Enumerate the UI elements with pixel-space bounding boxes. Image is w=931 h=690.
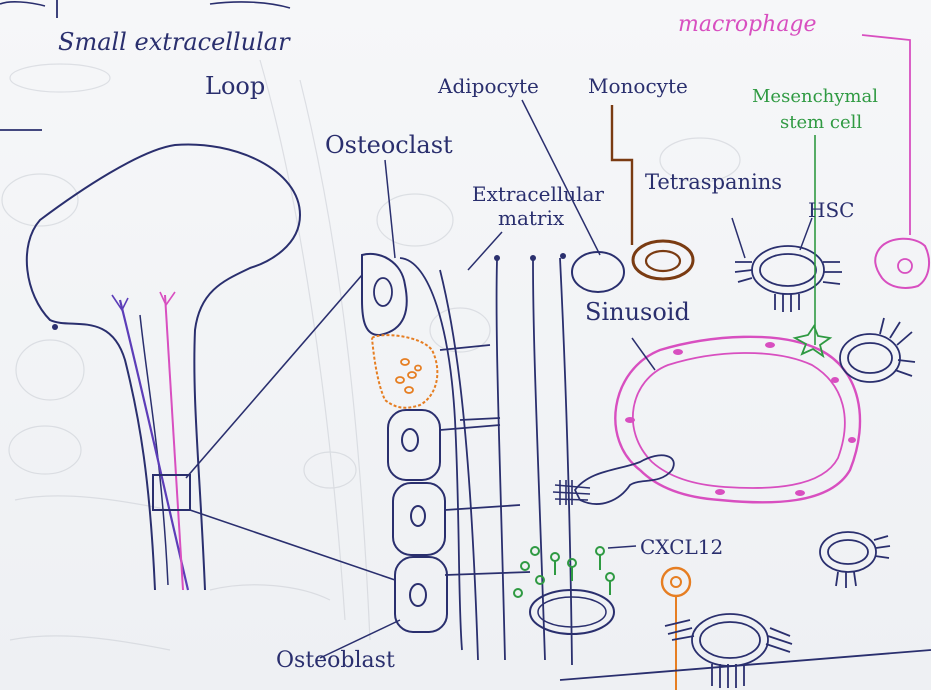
macrophage-nucleus (898, 259, 912, 273)
hsc-cell-top (735, 246, 842, 312)
cxcl12-pointer (608, 546, 636, 548)
label-ecm-line1: Extracellular (472, 184, 604, 204)
top-scribble (0, 2, 45, 6)
label-loop: Loop (205, 74, 265, 98)
label-monocyte: Monocyte (588, 76, 688, 96)
top-scribble-2 (210, 2, 290, 8)
monocyte-pointer (612, 105, 632, 245)
adipocyte-cell (572, 252, 624, 292)
label-msc-line2: stem cell (780, 114, 862, 132)
osteoclast-pointer (385, 160, 395, 258)
label-macrophage: macrophage (678, 14, 817, 36)
macrophage-pointer (862, 35, 910, 235)
osteoclast-nucleus (374, 278, 392, 306)
osteoclast-cell (362, 254, 407, 335)
label-sinusoid: Sinusoid (585, 300, 690, 324)
label-osteoblast: Osteoblast (276, 650, 395, 672)
label-msc-line1: Mesenchymal (752, 88, 878, 106)
orange-granules (396, 359, 421, 393)
label-tetraspanins: Tetraspanins (645, 172, 782, 193)
pink-vessel (165, 295, 183, 590)
zoom-connector-bottom (190, 510, 395, 580)
tetraspanin-pointer (732, 218, 745, 258)
label-hsc: HSC (808, 200, 854, 220)
label-osteoclast: Osteoclast (325, 133, 453, 157)
orange-small-cell (662, 568, 690, 596)
hsc-cell-bottom (665, 614, 792, 688)
osteoblast-cells (388, 410, 447, 632)
transmigrating-cell (575, 455, 674, 504)
label-small-extracellular: Small extracellular (58, 30, 290, 54)
monocyte-nucleus (646, 251, 680, 271)
monocyte-cell (633, 241, 693, 279)
adipocyte-pointer (522, 100, 600, 255)
orange-cell (372, 335, 437, 408)
label-ecm-line2: matrix (498, 208, 564, 228)
zoom-region-box (153, 475, 190, 510)
hsc-cell-right (840, 318, 915, 382)
ecm-fiber-dots (494, 253, 566, 261)
pink-branch (160, 292, 175, 305)
inner-bone-line-1 (140, 315, 168, 585)
label-adipocyte: Adipocyte (438, 76, 539, 96)
zoom-connector-top (186, 275, 362, 478)
hsc-cell-right-small (820, 532, 890, 588)
bone-dot (52, 324, 58, 330)
orange-small-nucleus (671, 577, 681, 587)
purple-vessel (120, 300, 188, 590)
label-cxcl12: CXCL12 (640, 537, 723, 557)
hsc-pointer (800, 218, 812, 250)
macrophage-cell (875, 239, 929, 288)
sinusoid-vessel (615, 337, 860, 503)
